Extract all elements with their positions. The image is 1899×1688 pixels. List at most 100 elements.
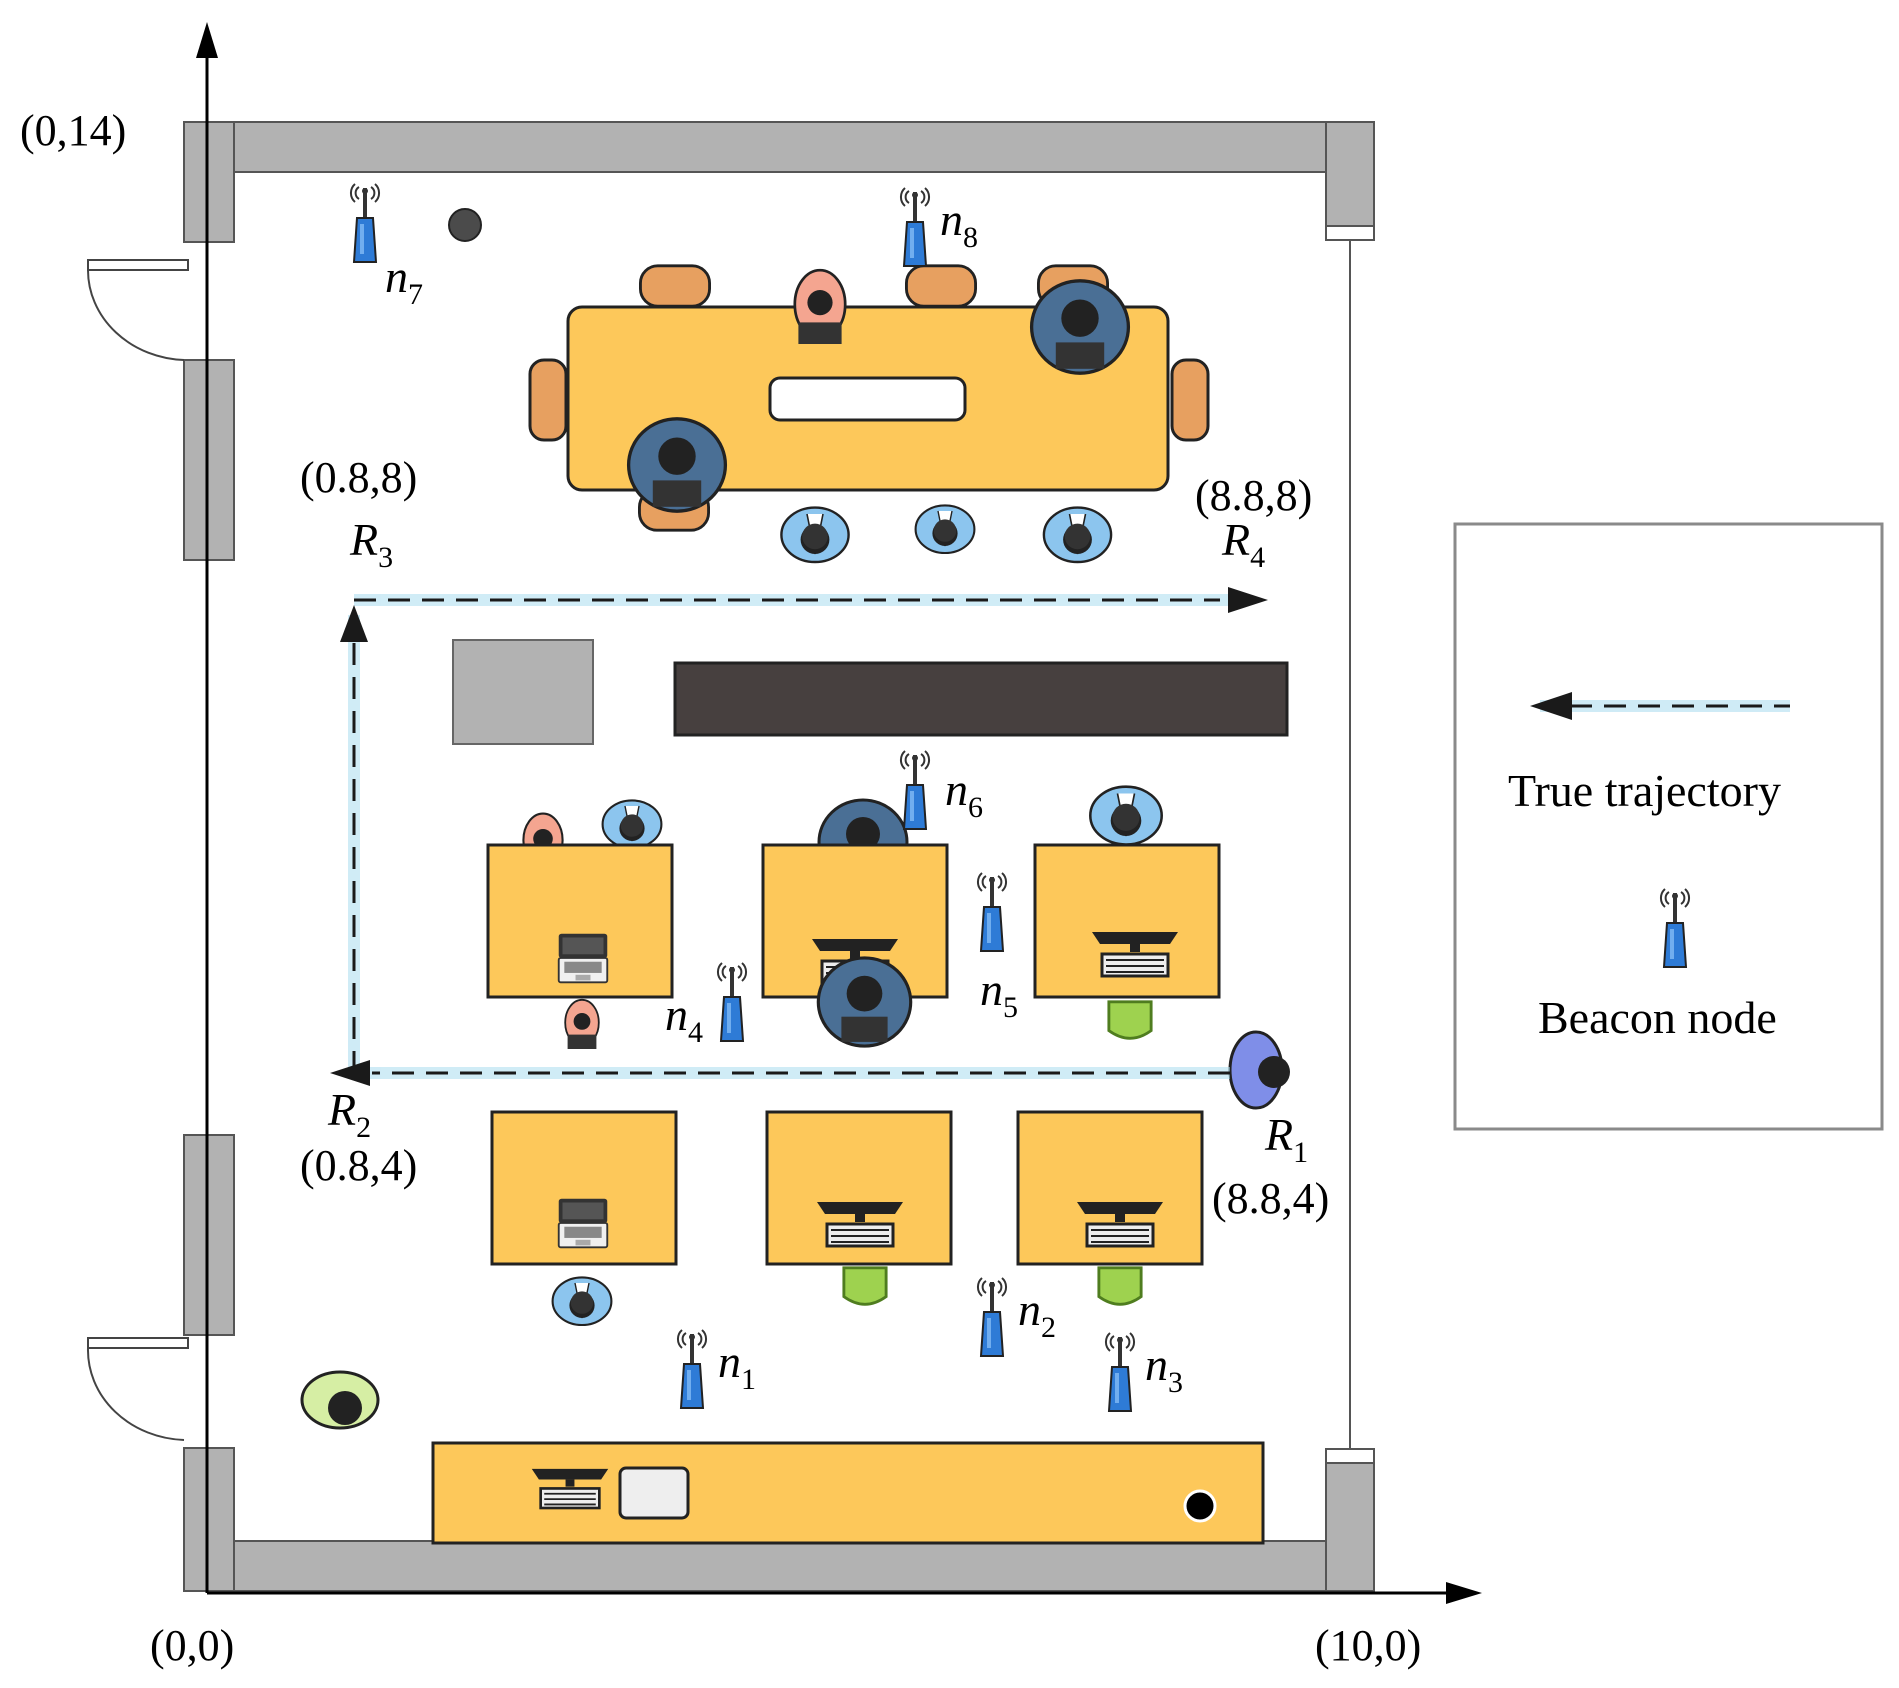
beacon-n6: n6 xyxy=(899,750,983,830)
legend-trajectory-label: True trajectory xyxy=(1508,765,1781,816)
gray-cabinet xyxy=(452,639,594,745)
beacon-icon xyxy=(976,872,1008,952)
door-top xyxy=(86,259,189,361)
svg-text:n6: n6 xyxy=(945,764,983,824)
waypoint-name: R xyxy=(1264,1109,1293,1160)
axes xyxy=(196,22,1482,1604)
beacon-n3: n3 xyxy=(1104,1332,1183,1412)
trajectory-arrowhead xyxy=(330,1060,370,1086)
bottom-counter xyxy=(431,1441,1265,1545)
laptop-icon xyxy=(557,1197,609,1249)
beacon-sub: 7 xyxy=(408,278,423,311)
beacon-name: n xyxy=(718,1336,741,1387)
legend-beacon-label: Beacon node xyxy=(1538,992,1777,1043)
origin-label: (0,0) xyxy=(150,1621,234,1670)
trajectory-arrowhead xyxy=(1228,587,1268,613)
person-icon xyxy=(551,1276,613,1327)
svg-text:n1: n1 xyxy=(718,1336,756,1396)
beacon-name: n xyxy=(945,764,968,815)
beacon-sub: 2 xyxy=(1041,1311,1056,1344)
beacon-icon xyxy=(899,750,931,830)
desk-row-2 xyxy=(490,1110,1204,1327)
legend-arrowhead xyxy=(1530,692,1572,720)
svg-text:R2: R2 xyxy=(327,1084,371,1144)
svg-text:n5: n5 xyxy=(980,964,1018,1024)
beacon-sub: 6 xyxy=(968,791,983,824)
beacon-n5: n5 xyxy=(976,872,1018,1024)
waypoint-sub: 1 xyxy=(1293,1136,1308,1169)
round-object xyxy=(448,208,482,242)
svg-text:n8: n8 xyxy=(940,194,978,254)
beacon-n8: n8 xyxy=(899,187,978,267)
beacon-icon xyxy=(349,183,381,263)
person-icon xyxy=(1088,785,1164,846)
person-icon xyxy=(601,799,663,850)
monitor-icon xyxy=(1090,930,1180,978)
waypoint-sub: 3 xyxy=(378,541,393,574)
person-icon xyxy=(564,998,600,1051)
person-icon xyxy=(816,956,913,1048)
beacon-sub: 5 xyxy=(1003,991,1018,1024)
beacon-icon xyxy=(716,962,748,1042)
waypoint-coord: (0.8,8) xyxy=(300,453,417,502)
room-walls xyxy=(183,121,1375,1592)
trajectory-arrowhead xyxy=(340,605,368,642)
waypoint-name: R xyxy=(349,514,378,565)
laptop-icon xyxy=(557,932,609,984)
monitor-icon xyxy=(815,1200,905,1248)
legend: True trajectory Beacon node xyxy=(1453,522,1884,1131)
desk-row-1 xyxy=(486,785,1221,1051)
waypoint-r4: (8.8,8) R4 xyxy=(1195,471,1312,574)
person-icon xyxy=(1042,506,1113,564)
walking-person xyxy=(1228,1030,1290,1110)
x-axis-end-label: (10,0) xyxy=(1315,1621,1421,1670)
waypoint-r2: R2 (0.8,4) xyxy=(300,1084,417,1190)
beacon-icon xyxy=(1104,1332,1136,1412)
beacon-icon xyxy=(899,187,931,267)
person-icon xyxy=(914,504,976,555)
chair xyxy=(1107,1000,1153,1040)
svg-text:R4: R4 xyxy=(1221,514,1265,574)
person-bottom-left xyxy=(300,1370,380,1430)
beacon-sub: 4 xyxy=(688,1016,703,1049)
waypoint-r3: (0.8,8) R3 xyxy=(300,453,417,574)
svg-text:n4: n4 xyxy=(665,989,703,1049)
chair xyxy=(842,1266,888,1306)
waypoint-coord: (0.8,4) xyxy=(300,1141,417,1190)
beacon-n2: n2 xyxy=(976,1277,1056,1357)
waypoint-coord: (8.8,4) xyxy=(1212,1174,1329,1223)
person-icon xyxy=(780,506,850,564)
monitor-icon xyxy=(530,1467,610,1510)
svg-text:n7: n7 xyxy=(385,251,423,311)
chair xyxy=(904,264,978,308)
beacon-icon xyxy=(976,1277,1008,1357)
beacon-name: n xyxy=(940,194,963,245)
beacon-n4: n4 xyxy=(665,962,748,1049)
power-strip xyxy=(768,376,967,422)
beacon-sub: 1 xyxy=(741,1363,756,1396)
beacon-sub: 8 xyxy=(963,221,978,254)
dark-bench xyxy=(673,661,1289,737)
person-icon xyxy=(626,416,728,514)
beacon-n1: n1 xyxy=(676,1329,756,1409)
beacon-name: n xyxy=(665,989,688,1040)
svg-text:R1: R1 xyxy=(1264,1109,1308,1169)
beacon-sub: 3 xyxy=(1168,1366,1183,1399)
waypoint-sub: 4 xyxy=(1250,541,1265,574)
beacon-n7: n7 xyxy=(349,183,423,311)
beacon-name: n xyxy=(1018,1284,1041,1335)
chair xyxy=(638,264,712,308)
beacon-name: n xyxy=(1145,1339,1168,1390)
svg-text:R3: R3 xyxy=(349,514,393,574)
person-icon xyxy=(793,268,847,346)
door-bottom xyxy=(86,1337,189,1441)
beacon-icon xyxy=(676,1329,708,1409)
beacon-name: n xyxy=(385,251,408,302)
printer-icon xyxy=(618,1466,690,1520)
monitor-icon xyxy=(1075,1200,1165,1248)
svg-text:n3: n3 xyxy=(1145,1339,1183,1399)
waypoint-r1: R1 (8.8,4) xyxy=(1212,1109,1329,1223)
legend-box xyxy=(1453,522,1884,1131)
